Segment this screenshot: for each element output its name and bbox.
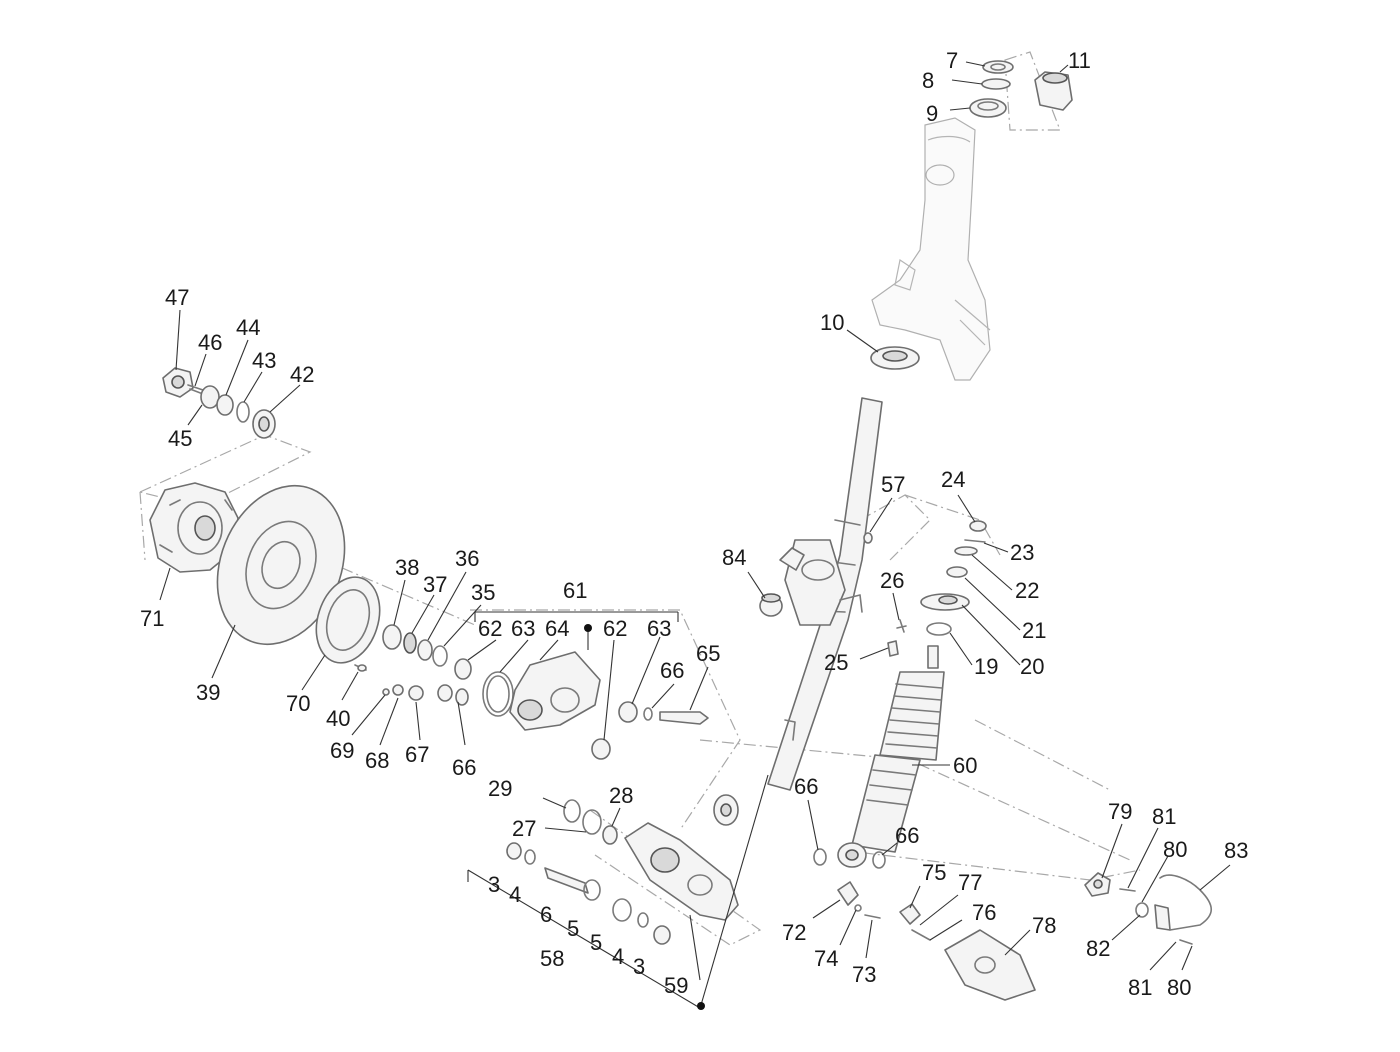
callout-40: 40 [326, 706, 350, 731]
callout-29: 29 [488, 776, 512, 801]
callout-7: 7 [946, 48, 958, 73]
callout-23: 23 [1010, 540, 1034, 565]
callout-27: 27 [512, 816, 536, 841]
callout-8: 8 [922, 68, 934, 93]
callout-81-bottom: 81 [1128, 975, 1152, 1000]
callout-70: 70 [286, 691, 310, 716]
callout-82: 82 [1086, 936, 1110, 961]
callout-45: 45 [168, 426, 192, 451]
shock-top-mount [920, 520, 987, 636]
fork-fasteners [863, 532, 907, 657]
headset-upper-parts [969, 60, 1073, 118]
callout-46: 46 [198, 330, 222, 355]
callout-75: 75 [922, 860, 946, 885]
callout-83: 83 [1224, 838, 1248, 863]
callout-5-left: 5 [567, 916, 579, 941]
callout-73: 73 [852, 962, 876, 987]
callout-80-top: 80 [1163, 837, 1187, 862]
callout-71: 71 [140, 606, 164, 631]
callout-66-fork: 66 [794, 774, 818, 799]
callout-78: 78 [1032, 913, 1056, 938]
callout-74: 74 [814, 946, 838, 971]
callout-19: 19 [974, 654, 998, 679]
callout-77: 77 [958, 870, 982, 895]
callout-64: 64 [545, 616, 569, 641]
kit-marker-dot [697, 1002, 705, 1010]
fork-leg [713, 397, 883, 826]
callout-5-right: 5 [590, 930, 602, 955]
callout-3-left: 3 [488, 872, 500, 897]
callout-28: 28 [609, 783, 633, 808]
brake-disc [216, 484, 346, 646]
callout-84: 84 [722, 545, 746, 570]
callout-39: 39 [196, 680, 220, 705]
callout-44: 44 [236, 315, 260, 340]
callout-65: 65 [696, 641, 720, 666]
callout-66-caliper: 66 [660, 658, 684, 683]
callout-37: 37 [423, 572, 447, 597]
callout-47: 47 [165, 285, 189, 310]
brake-caliper [482, 651, 709, 760]
abs-sensor [1084, 872, 1213, 945]
callout-69: 69 [330, 738, 354, 763]
callout-25: 25 [824, 650, 848, 675]
wheel-hub [149, 482, 239, 573]
callout-68: 68 [365, 748, 389, 773]
callout-4-left: 4 [509, 882, 521, 907]
callout-76: 76 [972, 900, 996, 925]
callout-59: 59 [664, 973, 688, 998]
callout-21: 21 [1022, 618, 1046, 643]
callout-63-left: 63 [511, 616, 535, 641]
callout-4-right: 4 [612, 944, 624, 969]
callout-26: 26 [880, 568, 904, 593]
callout-35: 35 [471, 580, 495, 605]
callout-67: 67 [405, 742, 429, 767]
callout-62-right: 62 [603, 616, 627, 641]
callout-24: 24 [941, 467, 965, 492]
swing-arm [506, 799, 739, 945]
kit-marker-dot [584, 624, 592, 632]
callout-42: 42 [290, 362, 314, 387]
callout-61: 61 [563, 578, 587, 603]
callout-81-top: 81 [1152, 804, 1176, 829]
callout-63-right: 63 [647, 616, 671, 641]
callout-11: 11 [1068, 48, 1091, 73]
callout-66-shock: 66 [895, 823, 919, 848]
callout-80-bottom: 80 [1167, 975, 1191, 1000]
callout-66-axle: 66 [452, 755, 476, 780]
callout-20: 20 [1020, 654, 1044, 679]
callout-9: 9 [926, 101, 938, 126]
axle-bearings [382, 624, 472, 706]
callout-79: 79 [1108, 799, 1132, 824]
callout-22: 22 [1015, 578, 1039, 603]
callout-60: 60 [953, 753, 977, 778]
bump-stop [759, 593, 783, 617]
callout-72: 72 [782, 920, 806, 945]
lower-headset-bearing [870, 346, 920, 370]
callout-57: 57 [881, 472, 905, 497]
leader-lines [159, 61, 1231, 1009]
hub-nut-stack [162, 367, 276, 439]
shock-absorber [813, 645, 945, 869]
callout-3-right: 3 [633, 954, 645, 979]
callout-labels: 7 8 9 11 10 47 46 44 43 42 45 71 39 70 4… [140, 48, 1248, 1000]
callout-36: 36 [455, 546, 479, 571]
tone-ring [315, 576, 381, 672]
callout-38: 38 [395, 555, 419, 580]
callout-58: 58 [540, 946, 564, 971]
callout-62-left: 62 [478, 616, 502, 641]
callout-6: 6 [540, 902, 552, 927]
callout-10: 10 [820, 310, 844, 335]
lower-brackets [837, 881, 1036, 1001]
steering-tube [871, 117, 991, 381]
callout-43: 43 [252, 348, 276, 373]
